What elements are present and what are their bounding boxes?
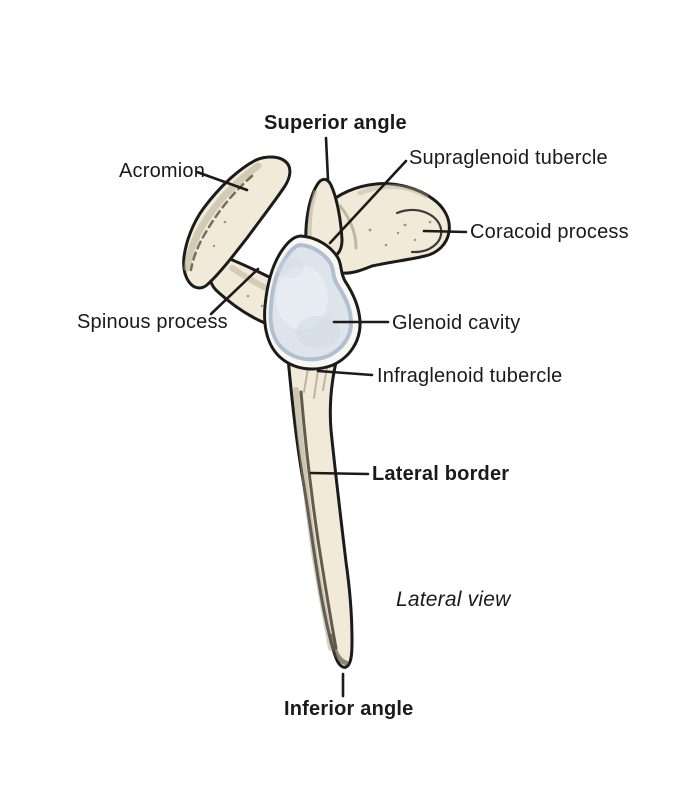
leader-line-coracoid-process <box>422 229 468 234</box>
leader-line-supraglenoid-tubercle <box>328 159 408 245</box>
leader-line-infraglenoid-tubercle <box>316 369 374 377</box>
infraglenoid-streak-1 <box>303 367 309 393</box>
acromion-shape <box>182 155 292 290</box>
coracoid-top-shading <box>357 184 429 199</box>
label-spinous-process: Spinous process <box>77 311 228 333</box>
label-lateral-border: Lateral border <box>372 463 510 485</box>
label-inferior-angle: Inferior angle <box>284 698 414 720</box>
coracoid-knob-contour <box>395 208 443 254</box>
bone-speckles <box>212 220 432 308</box>
label-superior-angle: Superior angle <box>264 112 407 134</box>
infraglenoid-streak-2 <box>313 369 319 399</box>
shaft-shading <box>293 387 334 651</box>
coracoid-ridge <box>338 204 358 250</box>
acromion-shading <box>183 162 262 272</box>
label-acromion: Acromion <box>119 160 206 182</box>
shaft-ridge <box>299 390 338 650</box>
leader-line-acromion <box>195 170 249 192</box>
label-coracoid-process: Coracoid process <box>470 221 629 243</box>
label-infraglenoid-tubercle: Infraglenoid tubercle <box>377 365 563 387</box>
glenoid-cavity-texture <box>276 258 340 348</box>
view-caption: Lateral view <box>396 588 511 611</box>
label-supraglenoid-tubercle: Supraglenoid tubercle <box>409 147 608 169</box>
superior-angle-shading <box>307 190 317 240</box>
leader-line-spinous-process <box>209 267 260 316</box>
leader-line-superior-angle <box>324 136 330 182</box>
acromion-ridge <box>189 174 254 272</box>
leader-line-lateral-border <box>309 471 370 476</box>
shaft-tip-shading <box>328 633 349 666</box>
label-glenoid-cavity: Glenoid cavity <box>392 312 521 334</box>
